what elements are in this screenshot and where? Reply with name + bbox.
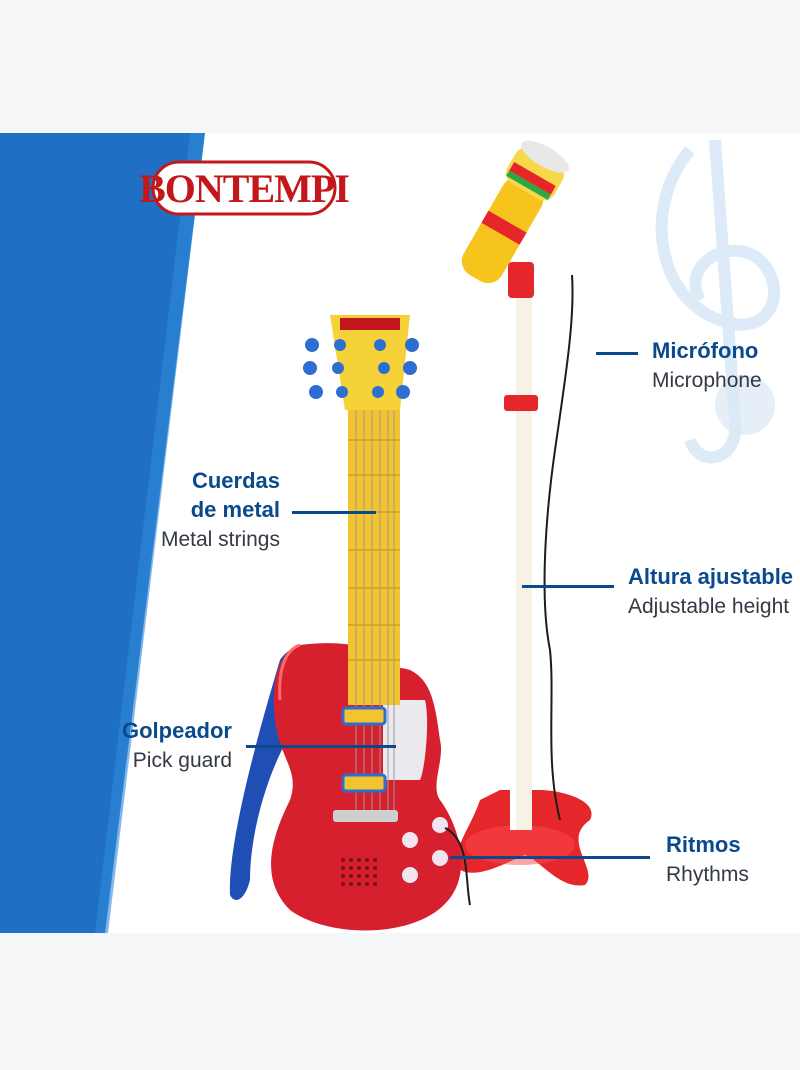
pickguard-leader <box>246 745 396 748</box>
height-label-en: Adjustable height <box>628 595 790 618</box>
pickguard-callout: Golpeador Pick guard <box>90 716 232 776</box>
strings-label-en: Metal strings <box>160 528 280 551</box>
blue-band <box>0 133 205 933</box>
strings-label-es-1: Cuerdas <box>191 468 280 493</box>
rhythms-label-en: Rhythms <box>666 863 749 886</box>
height-label-es: Altura ajustable <box>628 564 794 589</box>
mic-stand <box>457 262 592 886</box>
pickguard-label-es: Golpeador <box>121 718 232 743</box>
height-leader <box>522 585 614 588</box>
logo-text: BONTEMPI <box>139 165 350 211</box>
strings-leader <box>292 511 376 514</box>
microphone-leader <box>596 352 638 355</box>
height-callout: Altura ajustable Adjustable height <box>628 562 793 622</box>
guitar <box>271 315 471 931</box>
microphone <box>461 140 569 284</box>
rhythms-leader <box>450 856 650 859</box>
microphone-callout: Micrófono Microphone <box>652 336 762 396</box>
microphone-label-es: Micrófono <box>652 338 759 363</box>
pickguard-label-en: Pick guard <box>132 749 232 772</box>
strings-label-es-2: de metal <box>190 497 280 522</box>
bontempi-logo: BONTEMPI <box>139 160 350 216</box>
microphone-label-en: Microphone <box>652 369 762 392</box>
rhythms-callout: Ritmos Rhythms <box>666 830 749 890</box>
strings-callout: Cuerdas de metal Metal strings <box>120 466 280 555</box>
rhythms-label-es: Ritmos <box>666 832 741 857</box>
